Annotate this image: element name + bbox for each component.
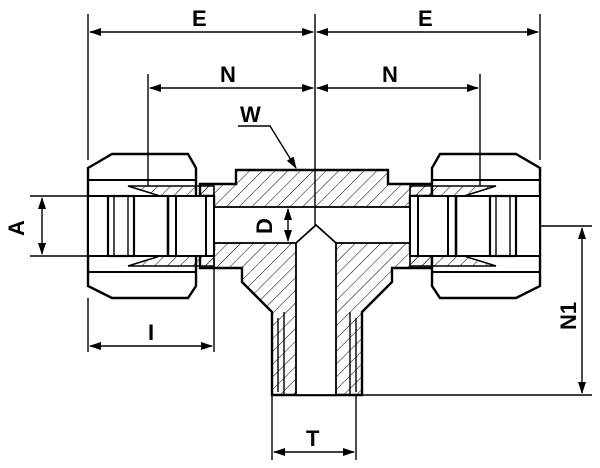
w-leader [238,125,297,169]
left-nut-assembly [86,152,215,300]
label-w: W [240,102,261,127]
extension-lines [30,14,592,460]
label-n1: N1 [556,302,581,330]
right-nut-assembly [409,152,542,300]
branch-bore [295,223,337,396]
label-t: T [306,426,320,451]
dimension-labels: E E N N W A D I N1 T [4,6,581,451]
label-a: A [4,220,29,236]
label-n-left: N [220,62,236,87]
tee-body-section [198,168,434,397]
label-e-right: E [418,6,433,31]
label-i: I [148,320,154,345]
label-n-right: N [382,62,398,87]
label-e-left: E [192,6,207,31]
dimension-lines [38,28,586,456]
label-d: D [252,218,277,234]
